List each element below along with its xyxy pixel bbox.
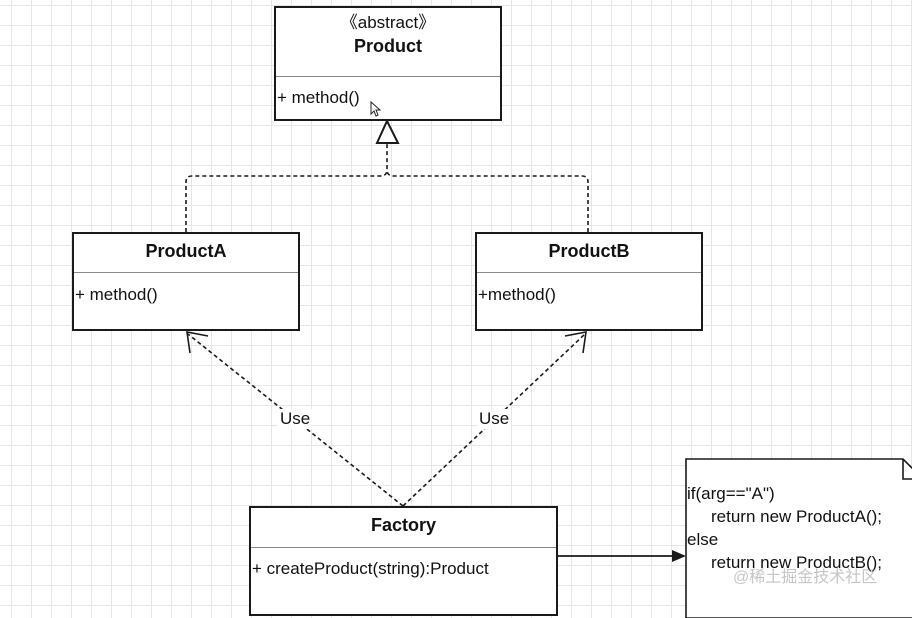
product-method: + method() [277, 88, 360, 107]
use-arrowhead-producta [186, 331, 209, 354]
producta-method: + method() [75, 285, 158, 304]
note-connector-arrowhead [672, 550, 686, 562]
use-label-left: Use [278, 409, 313, 429]
note-line-else: else [687, 530, 719, 549]
product-class-name: Product [353, 36, 422, 56]
note-line-if: if(arg=="A") [687, 484, 775, 503]
relationship-lines [185, 118, 686, 562]
factory-class[interactable]: Factory + createProduct(string):Product [249, 506, 558, 616]
product-class-header: 《abstract》 Product [276, 8, 500, 77]
abstract-stereotype: 《abstract》 [340, 13, 436, 32]
mouse-cursor-icon [370, 101, 382, 117]
note-code: if(arg=="A") return new ProductA(); else… [687, 482, 882, 574]
product-class[interactable]: 《abstract》 Product + method() [274, 6, 502, 121]
note-shape [685, 458, 912, 618]
realization-line-productb [386, 169, 589, 232]
inheritance-arrowhead [375, 118, 400, 144]
factory-class-header: Factory [251, 508, 556, 548]
productb-class-name: ProductB [548, 241, 630, 261]
productb-class-header: ProductB [477, 234, 701, 273]
producta-class-name: ProductA [145, 241, 227, 261]
note-line-return-a: return new ProductA(); [711, 507, 883, 526]
code-note[interactable]: if(arg=="A") return new ProductA(); else… [685, 458, 912, 618]
watermark: @稀土掘金技术社区 [733, 569, 878, 586]
use-label-right: Use [477, 409, 512, 429]
factory-class-name: Factory [370, 515, 437, 535]
factory-method: + createProduct(string):Product [252, 559, 489, 578]
use-line-producta [187, 333, 404, 507]
producta-class[interactable]: ProductA + method() [72, 232, 300, 331]
use-arrowhead-productb [564, 331, 587, 354]
productb-method: +method() [478, 285, 556, 304]
productb-class[interactable]: ProductB +method() [475, 232, 703, 331]
realization-line-producta [185, 144, 388, 232]
note-line-return-b: return new ProductB(); [711, 553, 883, 572]
producta-class-header: ProductA [74, 234, 298, 273]
